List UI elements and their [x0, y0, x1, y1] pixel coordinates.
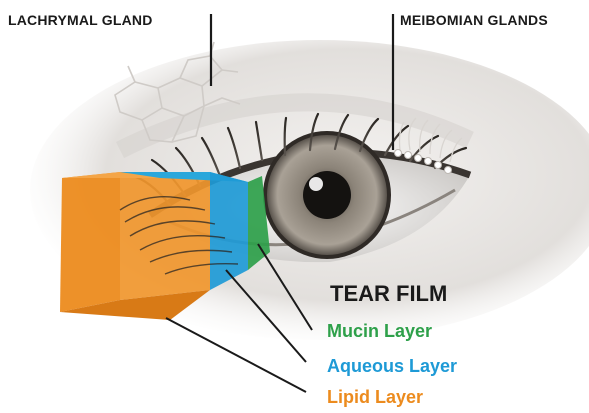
pupil — [303, 171, 351, 219]
lachrymal-gland-label: LACHRYMAL GLAND — [8, 12, 153, 28]
tear-film-title: TEAR FILM — [330, 281, 447, 307]
lipid-layer-label: Lipid Layer — [327, 387, 423, 408]
mucin-layer-label: Mucin Layer — [327, 321, 432, 342]
pupil-highlight — [309, 177, 323, 191]
lipid-layer-front — [60, 172, 120, 312]
meibomian-glands-label: MEIBOMIAN GLANDS — [400, 12, 548, 28]
aqueous-layer-label: Aqueous Layer — [327, 356, 457, 377]
